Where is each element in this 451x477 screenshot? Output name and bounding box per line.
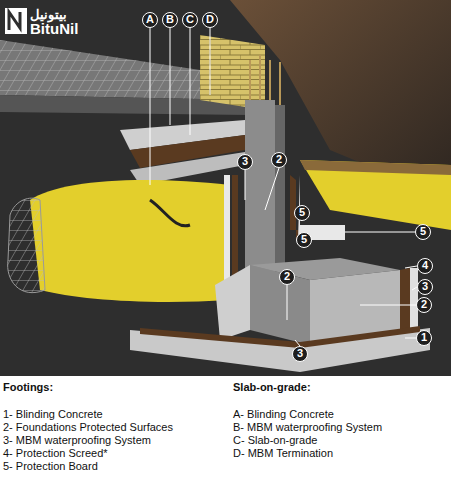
callout-circle: B [162,12,178,28]
callout-number: 2 [421,298,427,310]
callout-number: D [206,13,214,25]
callout-number: 5 [420,225,426,237]
callout-number: 3 [422,280,428,292]
callout-circle: 2 [279,269,295,285]
callout-number: 1 [421,331,427,343]
callout-number: 2 [284,270,290,282]
legend-item: 3- MBM waterproofing System [3,434,151,447]
callout-circle: 3 [417,279,433,295]
callout-circle: 4 [417,258,433,274]
callout-number: 5 [299,206,305,218]
callout-number: 3 [242,155,248,167]
callout-circle: 3 [237,154,253,170]
legend-item: C- Slab-on-grade [233,434,317,447]
logo-text: بيتونيل [30,8,67,21]
callout-number: 5 [301,233,307,245]
legend-item: 1- Blinding Concrete [3,408,103,421]
callout-circle: 2 [271,152,287,168]
callout-circle: 1 [416,330,432,346]
legend-item: 4- Protection Screed* [3,447,108,460]
callout-circle: A [142,12,158,28]
legend-heading: Footings: [3,381,53,394]
callout-circle: 5 [415,224,431,240]
callout-number: B [166,13,174,25]
legend-item: A- Blinding Concrete [233,408,334,421]
callout-number: A [146,13,154,25]
logo-text: BituNil [30,22,78,35]
legend-item: D- MBM Termination [233,447,333,460]
callout-circle: 5 [296,232,312,248]
legend-item: B- MBM waterproofing System [233,421,382,434]
legend-heading: Slab-on-grade: [233,381,311,394]
callout-circle: 5 [294,205,310,221]
callout-circle: 3 [292,346,308,362]
callout-circle: 2 [416,297,432,313]
legend-item: 5- Protection Board [3,460,98,473]
callout-circle: D [202,12,218,28]
callout-circle: C [182,12,198,28]
callout-number: 4 [422,259,428,271]
callout-number: 3 [297,347,303,359]
callout-number: 2 [276,153,282,165]
callout-number: C [186,13,194,25]
legend-item: 2- Foundations Protected Surfaces [3,421,173,434]
